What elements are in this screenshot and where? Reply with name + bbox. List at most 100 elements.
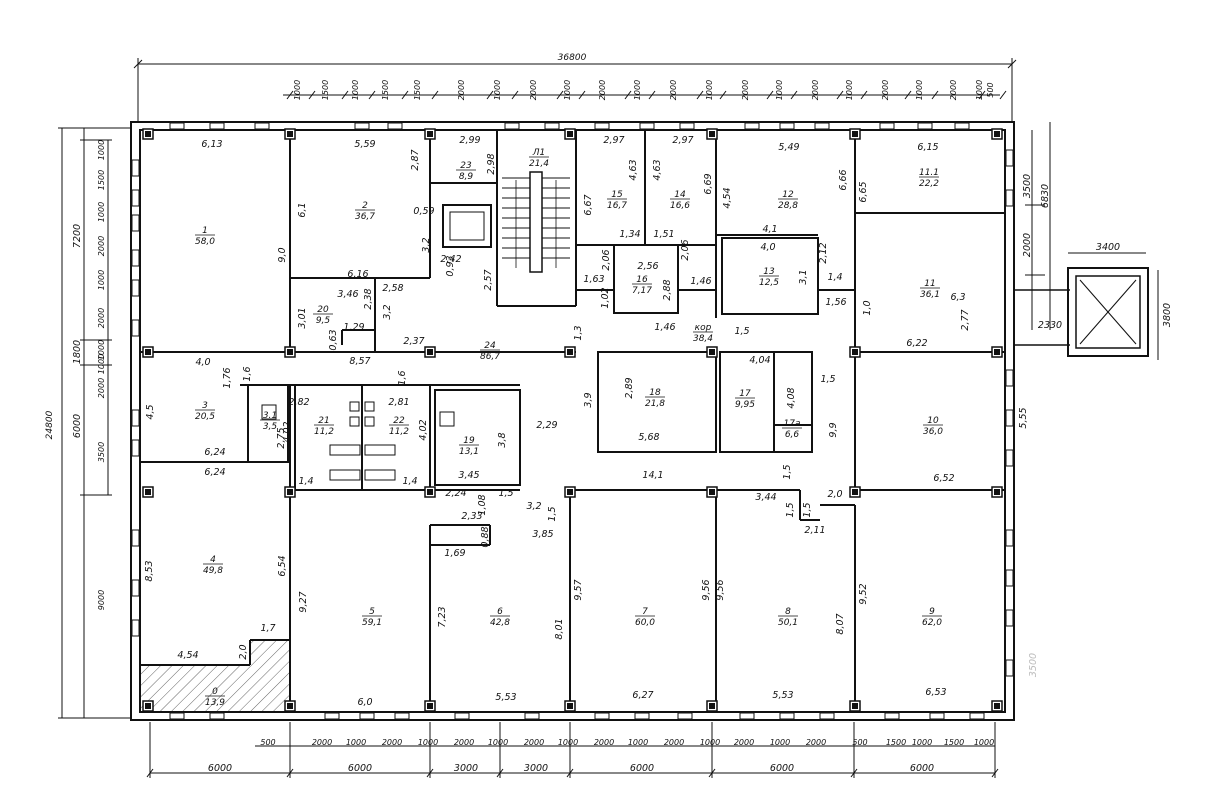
dimension-label: 2,29	[536, 420, 557, 431]
dimension-label: 9,0	[277, 247, 288, 262]
room-label-20: 209,5	[313, 305, 333, 326]
room-label-3: 320,5	[195, 401, 215, 422]
top-chain-label-2: 1000	[351, 80, 360, 100]
room-area: 6,6	[785, 430, 800, 440]
bottom-chain-label-9: 2000	[594, 738, 614, 747]
dimension-label: 1,5	[547, 506, 558, 521]
room-area: 36,7	[355, 212, 375, 222]
room-number: 3	[202, 401, 208, 411]
bottom-chain-label-1: 2000	[312, 738, 332, 747]
dimension-label: 1,4	[402, 476, 417, 487]
top-chain-label-17: 2000	[881, 80, 890, 100]
bottom-chain-label-7: 2000	[524, 738, 544, 747]
dimension-label: 1,5	[785, 502, 796, 517]
stair-exit-depth-label: 3800	[1162, 303, 1173, 327]
dimension-label: 6,24	[204, 467, 225, 478]
dimension-label: 6,22	[906, 338, 927, 349]
top-chain-label-15: 2000	[811, 80, 820, 100]
dimension-label: 1,46	[690, 276, 711, 287]
dimension-label: 2,97	[672, 135, 693, 146]
left-chain-label-8: 2000	[97, 378, 106, 398]
window-openings	[131, 122, 1014, 720]
dimension-label: 2,58	[382, 283, 403, 294]
dimension-label: 2,87	[410, 149, 421, 170]
room-label-23: 238,9	[456, 161, 476, 182]
hatched-room-0	[141, 641, 289, 711]
left-chain-label-1: 1500	[97, 170, 106, 190]
room-label-4: 449,8	[203, 555, 223, 576]
dimension-label: 6,24	[204, 447, 225, 458]
top-chain-label-10: 1000	[633, 80, 642, 100]
left-chain-label-4: 1000	[97, 270, 106, 290]
top-chain-label-11: 2000	[669, 80, 678, 100]
top-chain-label-20: 1000	[975, 80, 984, 100]
right-chain-label-0: 3500	[1022, 174, 1033, 198]
top-chain-label-16: 1000	[845, 80, 854, 100]
bottom-chain-label-3: 2000	[382, 738, 402, 747]
room-number: Л1	[532, 148, 546, 158]
dimension-label: 1,76	[222, 367, 233, 388]
room-number: 13	[763, 267, 775, 277]
dimension-label: 1,51	[653, 229, 674, 240]
dimension-label: 5,68	[638, 432, 659, 443]
right-chain-label-1: 2000	[1022, 233, 1033, 257]
room-number: 14	[674, 190, 686, 200]
room-area: 13,9	[205, 698, 225, 708]
dimension-label: 4,0	[760, 242, 775, 253]
left-chain-label-0: 1000	[97, 140, 106, 160]
bottom-chain-label-10: 1000	[628, 738, 648, 747]
room-area: 49,8	[203, 566, 223, 576]
dimension-label: 4,63	[628, 159, 639, 180]
dimension-label: 1,46	[654, 322, 675, 333]
top-chain-label-4: 1500	[413, 80, 422, 100]
bottom-chain-label-14: 1000	[770, 738, 790, 747]
room-number: 10	[927, 416, 939, 426]
dimension-label: 9,9	[828, 422, 839, 437]
overall-height-label: 24800	[45, 410, 55, 439]
room-label-3-1: 3.13,5	[260, 411, 280, 432]
dimension-label: 1,5	[734, 326, 749, 337]
dimension-label: 0,59	[413, 206, 434, 217]
top-chain-label-3: 1500	[381, 80, 390, 100]
interior-walls	[140, 130, 1006, 712]
dimension-label: 8,07	[835, 613, 846, 634]
room-number: 11	[924, 279, 935, 289]
top-chain-label-12: 1000	[705, 80, 714, 100]
dimension-label: 2,42	[440, 254, 461, 265]
bottom-chain-label-19: 1500	[944, 738, 964, 747]
dimension-label: 2,82	[288, 397, 309, 408]
dimension-label: 1,69	[444, 548, 465, 559]
dimension-label: 2,97	[603, 135, 624, 146]
room-area: 36,1	[920, 290, 940, 300]
left-dimension-chains: 24800 1000150010002000100020001000100020…	[45, 127, 132, 719]
dimension-label: 2,89	[624, 377, 635, 398]
dimension-label: 4,08	[786, 387, 797, 408]
dimension-label: 3,1	[798, 269, 809, 284]
dimension-label: 4,04	[749, 355, 770, 366]
bottom-chain-label-4: 1000	[418, 738, 438, 747]
room-area: 12,5	[759, 278, 779, 288]
right-total-label: 6830	[1040, 184, 1051, 208]
dimension-label: 9,52	[858, 583, 869, 604]
room-area: 42,8	[490, 618, 510, 628]
dimension-label: 5,59	[354, 139, 375, 150]
room-label-5: 559,1	[362, 607, 382, 628]
room-area: 13,1	[459, 447, 479, 457]
room-area: 22,2	[919, 179, 939, 189]
dimension-label: 1,3	[573, 325, 584, 340]
bottom-bay-label-3: 3000	[524, 763, 548, 774]
dimension-label: 1,34	[619, 229, 640, 240]
room-number: 1	[202, 226, 208, 236]
dimension-label: 6,69	[703, 173, 714, 194]
bottom-chain-label-15: 2000	[806, 738, 826, 747]
room-area: 8,9	[459, 172, 474, 182]
